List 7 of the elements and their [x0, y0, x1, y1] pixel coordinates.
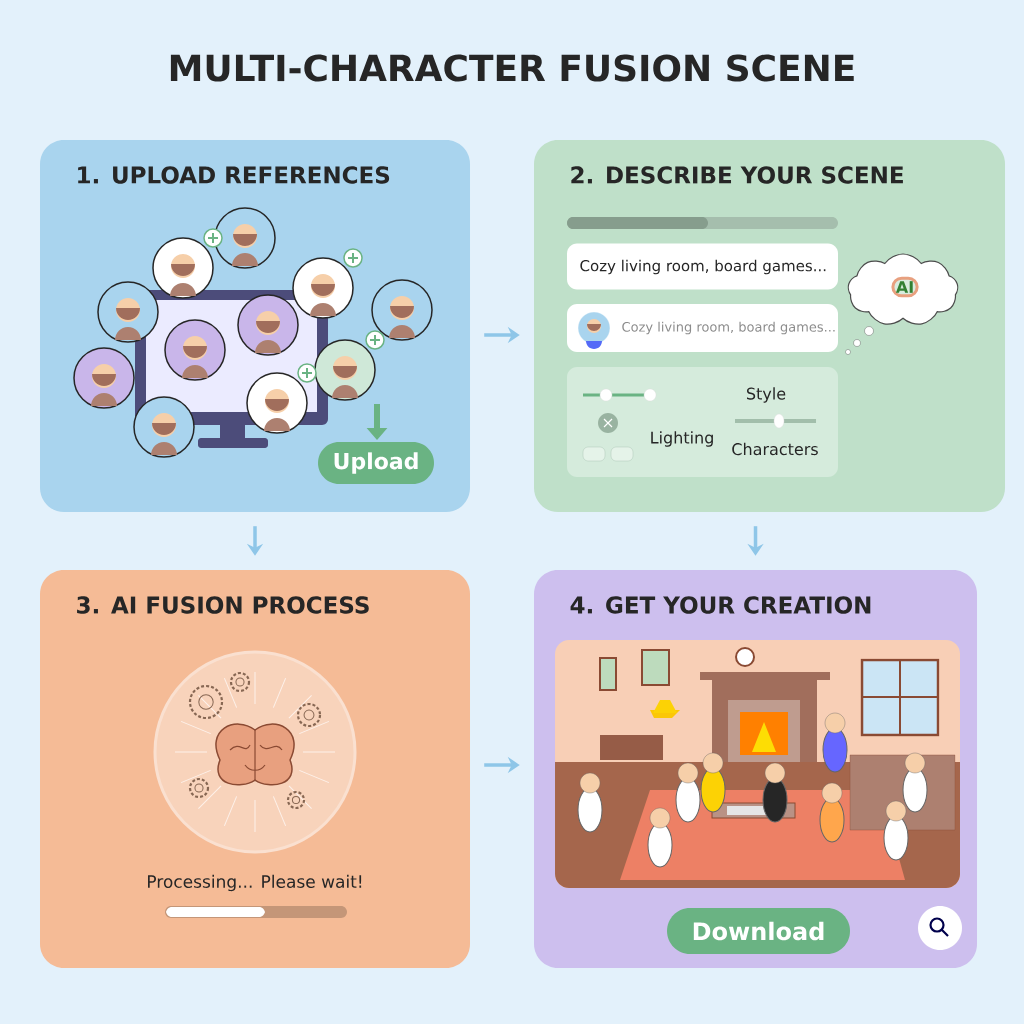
- upload-button: Upload: [318, 442, 434, 484]
- prompt-field: Cozy living room, board games...: [567, 304, 838, 352]
- ai-cloud: AI: [845, 253, 959, 355]
- settings-panel: Style Lighting Characters: [567, 367, 838, 477]
- title: MULTI-CHARACTER FUSION SCENE: [170, 54, 854, 82]
- download-button: Download: [667, 908, 850, 954]
- text-field: Cozy living room, board games...: [567, 243, 838, 290]
